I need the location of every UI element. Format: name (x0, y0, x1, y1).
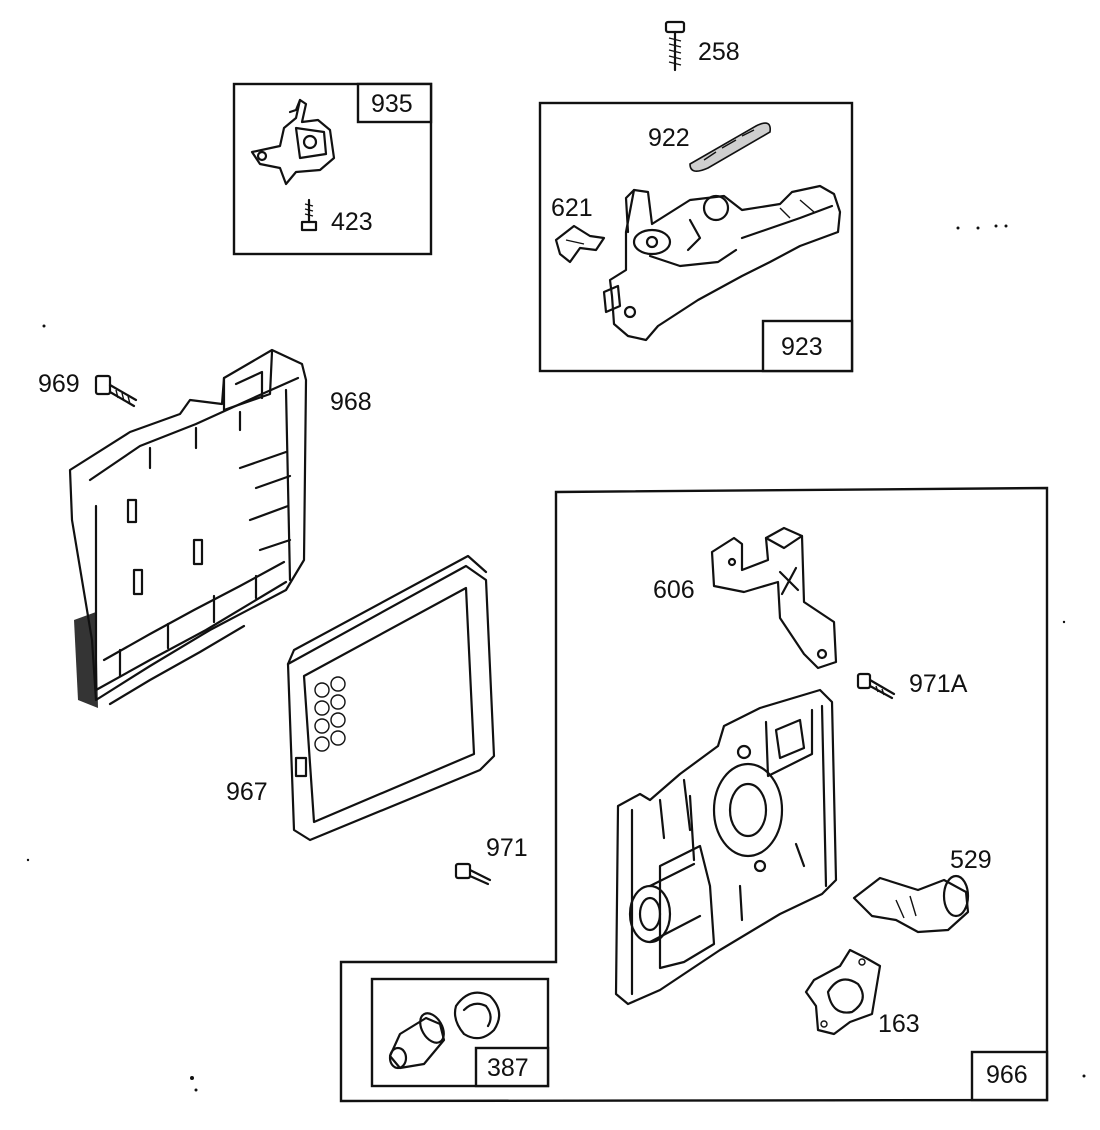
filter-pleats (314, 676, 346, 752)
label-968: 968 (330, 388, 372, 416)
gasket-163 (804, 948, 882, 1036)
scan-specks (26, 224, 1086, 1092)
spring-clip-621 (554, 224, 606, 264)
breather-tube-387 (388, 991, 501, 1070)
screw-423 (300, 198, 318, 232)
bracket-606 (710, 526, 838, 670)
label-922: 922 (648, 124, 690, 152)
assembly-box-935 (232, 82, 433, 256)
label-966: 966 (986, 1061, 1028, 1089)
label-163: 163 (878, 1010, 920, 1038)
screw-969 (94, 374, 138, 408)
label-606: 606 (653, 576, 695, 604)
control-plate-923 (602, 184, 842, 342)
label-971A: 971A (909, 670, 968, 698)
elbow-tube-529 (852, 874, 970, 934)
label-969: 969 (38, 370, 80, 398)
label-529: 529 (950, 846, 992, 874)
label-923: 923 (781, 333, 823, 361)
air-filter-967 (286, 554, 496, 842)
link-922 (689, 122, 772, 172)
label-971: 971 (486, 834, 528, 862)
label-967: 967 (226, 778, 268, 806)
control-bracket-935 (250, 98, 336, 186)
assembly-box-387 (370, 977, 550, 1088)
label-935: 935 (371, 90, 413, 118)
label-621: 621 (551, 194, 593, 222)
label-387: 387 (487, 1054, 529, 1082)
screw-258 (664, 20, 686, 72)
air-cleaner-base-966 (614, 688, 838, 1006)
air-cleaner-cover-968 (68, 348, 308, 708)
label-258: 258 (698, 38, 740, 66)
label-423: 423 (331, 208, 373, 236)
assembly-box-966 (339, 486, 1049, 1103)
assembly-box-923 (538, 101, 854, 373)
screw-971a (856, 672, 896, 700)
screw-971 (454, 862, 492, 886)
